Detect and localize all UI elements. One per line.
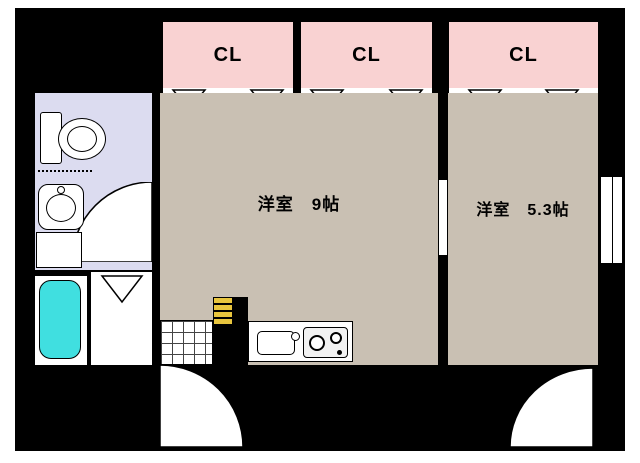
room-second: 洋室 5.3帖 xyxy=(448,93,598,365)
stove-knob-icon xyxy=(337,350,342,355)
closet-1-label: CL xyxy=(213,43,243,66)
washbasin-bowl-icon xyxy=(46,194,76,222)
kitchen-faucet-icon xyxy=(291,332,300,341)
hall-door-triangle-icon xyxy=(100,275,144,304)
door-arc xyxy=(72,182,152,262)
partition-dotted-line xyxy=(38,170,92,172)
laundry-space xyxy=(36,232,82,268)
entry-door-swing-icon xyxy=(510,368,593,447)
window-pane-line xyxy=(611,177,613,263)
bathroom xyxy=(33,274,89,367)
toilet-seat-icon xyxy=(67,126,97,152)
entry-door-swing-icon xyxy=(160,365,243,447)
closet-3: CL xyxy=(449,22,598,88)
wall-opening xyxy=(439,180,447,255)
door-arc xyxy=(510,368,593,447)
door-swing-icon xyxy=(72,182,152,262)
bathtub-icon xyxy=(39,280,81,359)
kitchen-tile-floor xyxy=(160,320,213,365)
room-main-label: 洋室 9帖 xyxy=(257,195,341,214)
closet-3-label: CL xyxy=(509,43,538,66)
stove-icon xyxy=(303,327,348,358)
window-icon xyxy=(600,176,623,264)
kitchen-counter xyxy=(248,321,353,362)
door-triangle-icon xyxy=(100,275,144,304)
room-second-label: 洋室 5.3帖 xyxy=(476,202,570,219)
room-main: 洋室 9帖 xyxy=(160,93,438,365)
door-arc xyxy=(160,365,243,447)
closet-2-label: CL xyxy=(352,43,381,66)
closet-1: CL xyxy=(163,22,293,88)
stove-burner-large-icon xyxy=(309,335,325,351)
closet-2: CL xyxy=(301,22,432,88)
kitchen-sink-icon xyxy=(257,331,295,355)
stove-burner-small-icon xyxy=(330,332,342,344)
kitchen-counter-end-icon xyxy=(213,297,233,325)
washbasin-faucet-icon xyxy=(57,186,65,194)
